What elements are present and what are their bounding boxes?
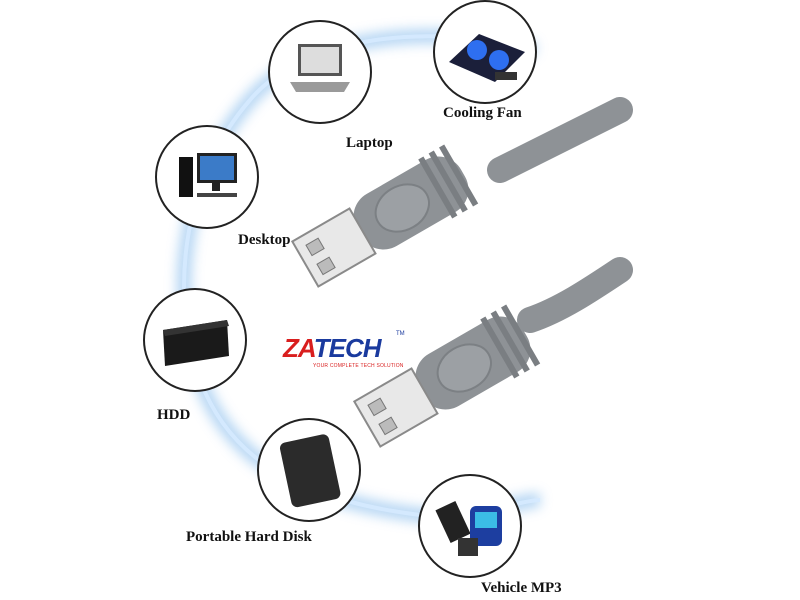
hdd-icon: [143, 288, 247, 392]
laptop-icon: [268, 20, 372, 124]
device-label-hdd: HDD: [157, 407, 191, 423]
usb-connector-lower: [352, 304, 541, 448]
device-label-desktop: Desktop: [238, 232, 291, 248]
device-label-vehicle-mp3: Vehicle MP3: [481, 580, 562, 596]
device-label-cooling-fan: Cooling Fan: [443, 105, 522, 121]
logo-trademark: TM: [396, 331, 405, 337]
logo-brand-left: ZA: [283, 333, 315, 363]
desktop-icon: [155, 125, 259, 229]
logo-tagline: YOUR COMPLETE TECH SOLUTION: [313, 363, 404, 369]
usb-connector-upper: [290, 144, 479, 288]
device-label-portable-hard-disk: Portable Hard Disk: [186, 529, 312, 545]
logo-brand-right: TECH: [313, 333, 382, 363]
portable-hard-disk-icon: [257, 418, 361, 522]
logo-wordmark: ZATECH: [283, 333, 382, 364]
vehicle-mp3-icon: [418, 474, 522, 578]
cooling-fan-icon: [433, 0, 537, 104]
device-label-laptop: Laptop: [346, 135, 393, 151]
zatech-logo: ZATECH TM YOUR COMPLETE TECH SOLUTION: [283, 331, 405, 375]
